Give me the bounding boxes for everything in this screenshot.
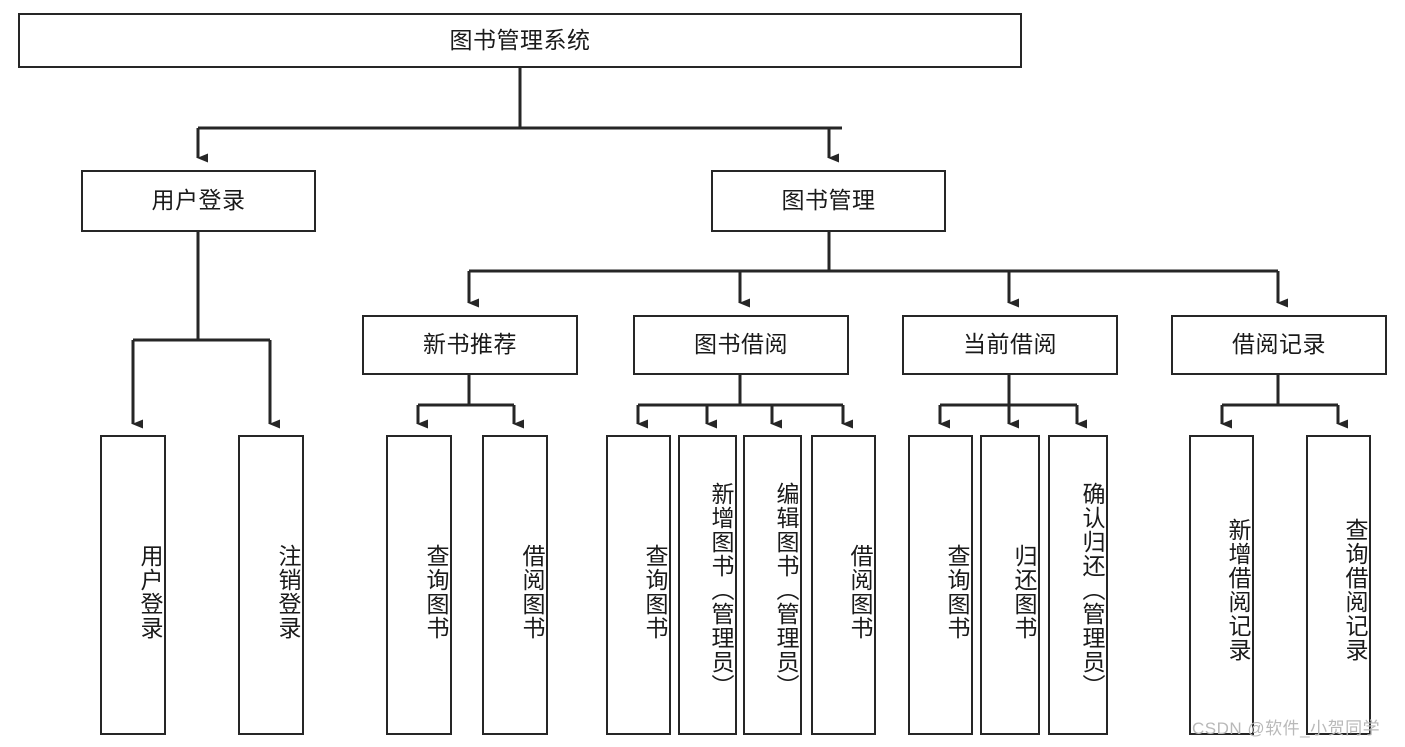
node-current-borrow[interactable]: 当前借阅	[902, 315, 1118, 375]
node-leaf-query-book-2[interactable]: 查询图书	[606, 435, 671, 735]
csdn-watermark: CSDN @软件_小贺同学	[1192, 719, 1381, 738]
node-user-login[interactable]: 用户登录	[81, 170, 316, 232]
node-leaf-logout-login[interactable]: 注销登录	[238, 435, 304, 735]
node-leaf-query-book-3[interactable]: 查询图书	[908, 435, 973, 735]
node-leaf-add-book[interactable]: 新增图书（管理员）	[678, 435, 737, 735]
node-book-borrow[interactable]: 图书借阅	[633, 315, 849, 375]
node-leaf-confirm-return[interactable]: 确认归还（管理员）	[1048, 435, 1108, 735]
node-leaf-borrow-book-1[interactable]: 借阅图书	[482, 435, 548, 735]
node-leaf-query-record[interactable]: 查询借阅记录	[1306, 435, 1371, 735]
node-borrow-record[interactable]: 借阅记录	[1171, 315, 1387, 375]
node-leaf-edit-book[interactable]: 编辑图书（管理员）	[743, 435, 802, 735]
node-root[interactable]: 图书管理系统	[18, 13, 1022, 68]
node-new-book-rec[interactable]: 新书推荐	[362, 315, 578, 375]
node-book-manage[interactable]: 图书管理	[711, 170, 946, 232]
node-leaf-add-record[interactable]: 新增借阅记录	[1189, 435, 1254, 735]
node-leaf-return-book[interactable]: 归还图书	[980, 435, 1040, 735]
node-leaf-user-login[interactable]: 用户登录	[100, 435, 166, 735]
node-leaf-borrow-book-2[interactable]: 借阅图书	[811, 435, 876, 735]
node-leaf-query-book-1[interactable]: 查询图书	[386, 435, 452, 735]
